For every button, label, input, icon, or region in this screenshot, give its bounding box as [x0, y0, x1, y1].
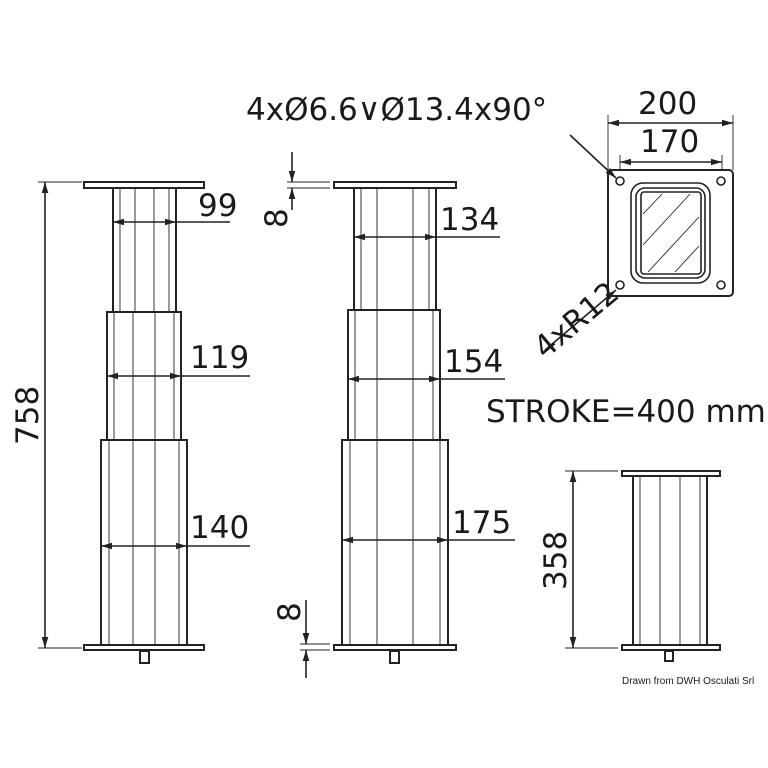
dim-758: 758 [10, 386, 46, 445]
dim-119: 119 [190, 340, 249, 376]
credit-text: Drawn from DWH Osculati Srl [622, 676, 754, 687]
plate-top-view [544, 115, 734, 351]
dim-8-top: 8 [259, 208, 295, 228]
dim-134: 134 [440, 202, 499, 238]
dim-8-bottom: 8 [272, 602, 308, 622]
countersink-note: 4xØ6.6∨Ø13.4x90° [246, 92, 547, 128]
column-retracted [565, 470, 721, 662]
column-extended-middle [287, 152, 515, 678]
dim-200: 200 [638, 86, 697, 122]
column-extended-left [38, 181, 250, 664]
dim-140: 140 [190, 510, 249, 546]
stroke-label: STROKE=400 mm [486, 394, 766, 430]
dim-99: 99 [198, 188, 237, 224]
dim-358: 358 [538, 531, 574, 590]
dim-170: 170 [640, 124, 699, 160]
dim-154: 154 [444, 344, 503, 380]
dim-175: 175 [452, 505, 511, 541]
dim-radius: 4xR12 [527, 275, 626, 366]
